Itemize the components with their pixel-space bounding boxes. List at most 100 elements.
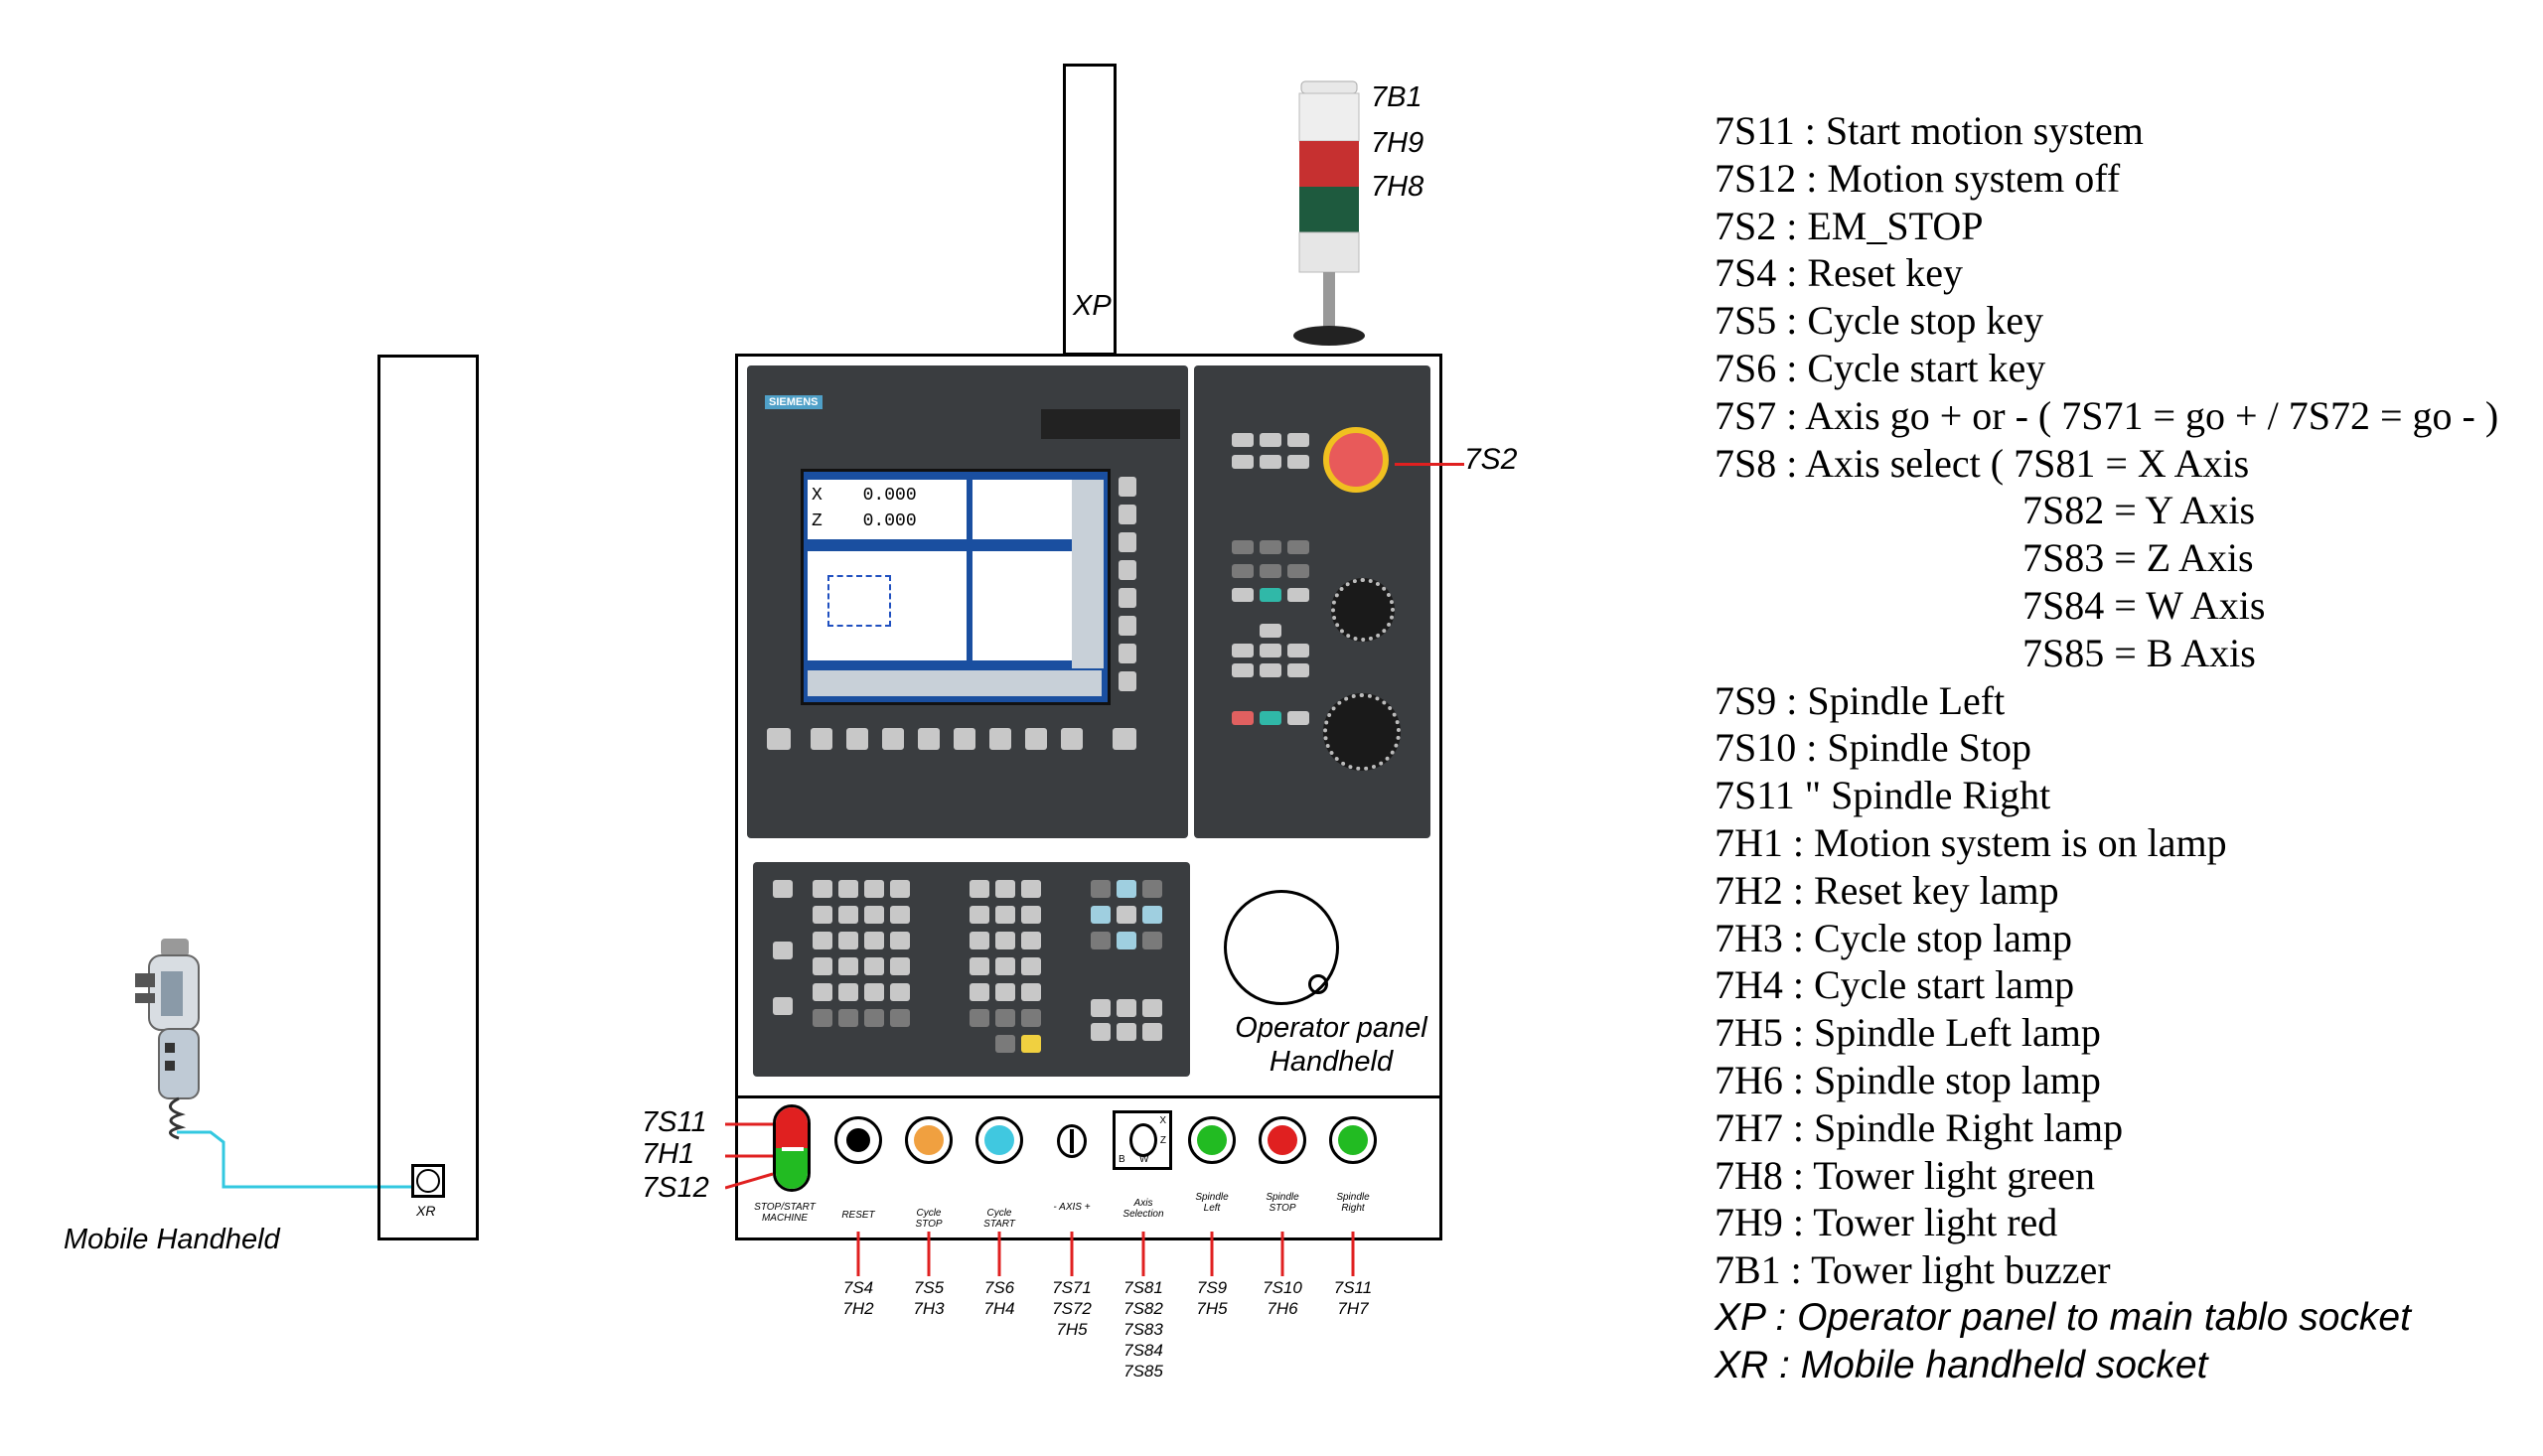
spindle-left-button[interactable] [1188,1116,1236,1164]
num-key[interactable] [1021,880,1041,898]
handwheel[interactable] [1224,890,1339,1005]
side-key[interactable] [1119,644,1136,663]
reset-button[interactable] [834,1116,882,1164]
panel-key[interactable] [1232,455,1254,469]
bottom-key[interactable] [882,728,904,750]
bottom-key-right[interactable] [1113,728,1136,750]
panel-key[interactable] [1287,540,1309,554]
bottom-key[interactable] [989,728,1011,750]
cursor-key[interactable] [1142,880,1162,898]
num-key[interactable] [995,1035,1015,1053]
side-key[interactable] [1119,588,1136,608]
cursor-key[interactable] [1142,932,1162,949]
side-key[interactable] [1119,616,1136,636]
edit-key[interactable] [1117,1023,1136,1041]
side-key[interactable] [1119,532,1136,552]
side-key[interactable] [1119,671,1136,691]
num-key[interactable] [995,1009,1015,1027]
feed-override-knob[interactable] [1331,578,1395,642]
cursor-down-key[interactable] [1117,932,1136,949]
cursor-key[interactable] [1091,932,1111,949]
num-key[interactable] [995,932,1015,949]
panel-key[interactable] [1287,564,1309,578]
panel-key[interactable] [1232,433,1254,447]
alpha-key[interactable] [838,957,858,975]
edit-key[interactable] [1091,999,1111,1017]
num-key[interactable] [970,932,989,949]
cycle-start-button[interactable] [975,1116,1023,1164]
side-key[interactable] [1119,505,1136,524]
edit-key[interactable] [1091,1023,1111,1041]
bottom-key[interactable] [1025,728,1047,750]
function-key[interactable] [773,880,793,898]
num-key[interactable] [970,880,989,898]
alpha-key[interactable] [813,880,832,898]
panel-key[interactable] [1232,564,1254,578]
bottom-key[interactable] [918,728,940,750]
panel-key[interactable] [1232,540,1254,554]
panel-key[interactable] [1260,540,1281,554]
alpha-key[interactable] [864,983,884,1001]
edit-key[interactable] [1142,1023,1162,1041]
num-key[interactable] [995,983,1015,1001]
cursor-left-key[interactable] [1091,906,1111,924]
spindle-override-knob[interactable] [1323,693,1401,771]
alpha-key[interactable] [838,983,858,1001]
alpha-key[interactable] [890,932,910,949]
num-key[interactable] [995,906,1015,924]
side-key[interactable] [1119,477,1136,497]
side-key[interactable] [1119,560,1136,580]
alpha-key[interactable] [813,1009,832,1027]
alpha-key[interactable] [890,957,910,975]
panel-key[interactable] [1260,564,1281,578]
alpha-key[interactable] [864,880,884,898]
panel-key[interactable] [1287,644,1309,657]
bottom-key[interactable] [846,728,868,750]
alpha-key[interactable] [813,983,832,1001]
spindle-right-button[interactable] [1329,1116,1377,1164]
cursor-up-key[interactable] [1117,880,1136,898]
panel-key[interactable] [1232,644,1254,657]
alpha-key[interactable] [813,932,832,949]
panel-key[interactable] [1260,663,1281,677]
alpha-key[interactable] [838,932,858,949]
alpha-key[interactable] [838,880,858,898]
panel-key[interactable] [1260,644,1281,657]
alpha-key[interactable] [864,1009,884,1027]
axis-jog-switch[interactable] [1057,1124,1087,1158]
alpha-key[interactable] [838,1009,858,1027]
bottom-key-left[interactable] [767,728,791,750]
panel-key[interactable] [1260,624,1281,638]
num-key[interactable] [1021,957,1041,975]
bottom-key[interactable] [811,728,832,750]
axis-selection-switch[interactable]: X Z B W [1113,1110,1172,1170]
alpha-key[interactable] [864,906,884,924]
alpha-key[interactable] [813,957,832,975]
num-key[interactable] [970,906,989,924]
panel-key[interactable] [1232,588,1254,602]
start-stop-machine-button[interactable] [773,1104,811,1192]
panel-key[interactable] [1232,663,1254,677]
num-key[interactable] [1021,1009,1041,1027]
panel-key[interactable] [1287,663,1309,677]
spindle-stop-button[interactable] [1259,1116,1306,1164]
panel-key[interactable] [1287,711,1309,725]
panel-key[interactable] [1287,433,1309,447]
cycle-stop-button[interactable] [905,1116,953,1164]
cursor-right-key[interactable] [1142,906,1162,924]
num-key[interactable] [970,1009,989,1027]
alpha-key[interactable] [864,957,884,975]
input-key[interactable] [1021,1035,1041,1053]
num-key[interactable] [970,983,989,1001]
num-key[interactable] [1021,906,1041,924]
alpha-key[interactable] [890,983,910,1001]
edit-key[interactable] [1117,999,1136,1017]
alpha-key[interactable] [890,1009,910,1027]
panel-key-red[interactable] [1232,711,1254,725]
bottom-key[interactable] [1061,728,1083,750]
num-key[interactable] [1021,932,1041,949]
function-key[interactable] [773,942,793,959]
alpha-key[interactable] [890,906,910,924]
xr-socket[interactable] [411,1164,445,1198]
edit-key[interactable] [1142,999,1162,1017]
